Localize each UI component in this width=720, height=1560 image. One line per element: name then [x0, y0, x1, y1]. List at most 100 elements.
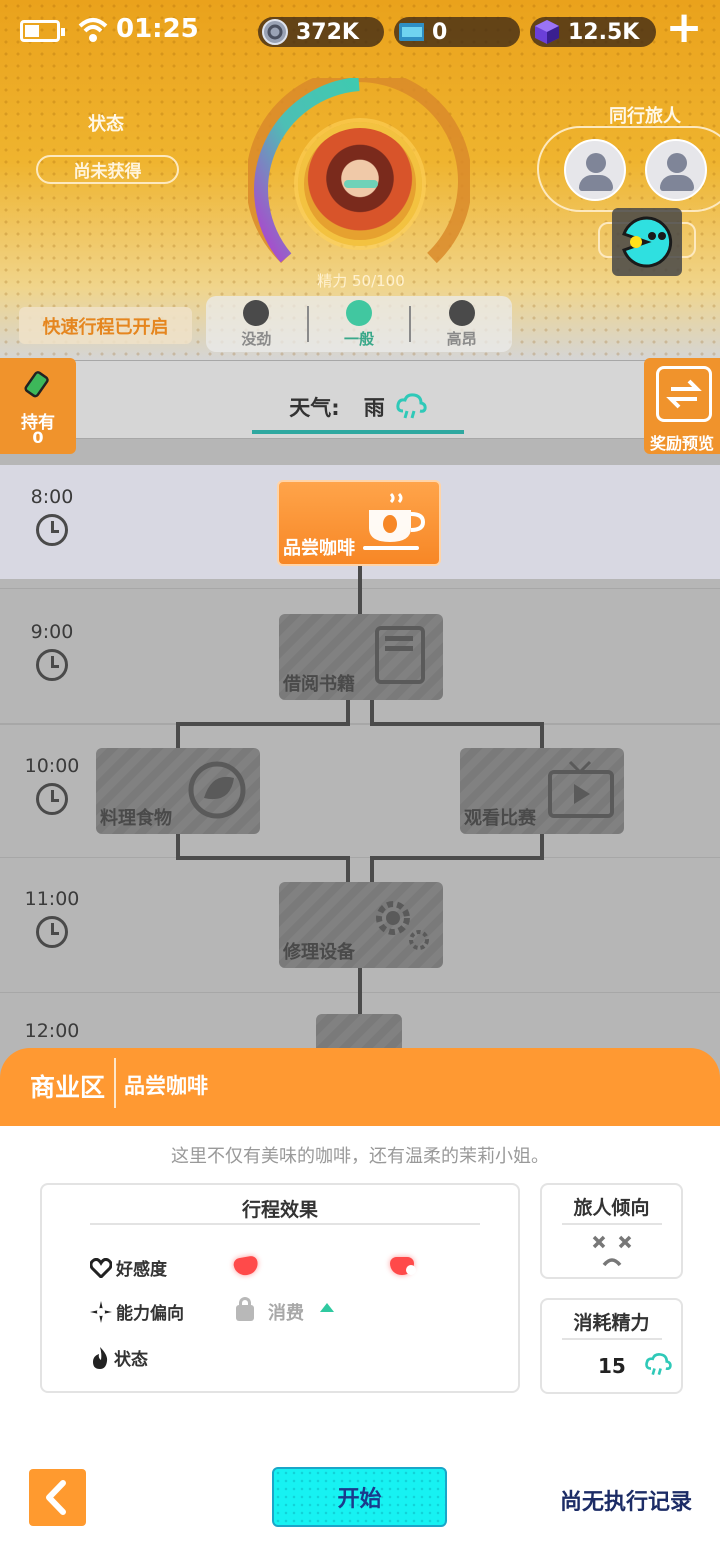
clock-time: 01:25 [116, 14, 199, 44]
activity-label: 观看比赛 [464, 808, 536, 829]
activity-label: 修理设备 [283, 942, 355, 963]
trip-effects-title: 行程效果 [241, 1199, 318, 1221]
back-button[interactable] [29, 1469, 86, 1526]
weather-value: 雨 [363, 396, 385, 420]
cards-counter[interactable]: 0 [394, 17, 520, 47]
affinity-companion-icon [386, 1253, 420, 1279]
activity-node-next[interactable] [316, 1014, 402, 1054]
mood-label: 高昂 [446, 329, 477, 348]
trip-effects-card: 行程效果 好感度 能力偏向 消费 状态 [40, 1183, 520, 1393]
swap-icon [656, 366, 712, 422]
sad-face-icon [243, 299, 270, 326]
gem-cube-icon [535, 20, 559, 44]
person-icon [667, 153, 687, 173]
heart-icon [90, 1257, 112, 1278]
gems-value: 12.5K [568, 19, 640, 45]
holding-label: 持有 [21, 413, 55, 433]
status-value-badge: 尚未获得 [36, 155, 179, 184]
mood-label: 一般 [344, 329, 375, 348]
energy-ring [248, 78, 470, 264]
tv-icon [548, 760, 614, 818]
happy-face-icon [448, 299, 475, 326]
pacman-mascot-button[interactable] [612, 208, 682, 276]
traveler-tendency-card: 旅人倾向 [540, 1183, 683, 1279]
quick-trip-badge[interactable]: 快速行程已开启 [19, 307, 192, 344]
ability-label: 能力偏向 [116, 1304, 184, 1324]
start-button[interactable]: 开始 [272, 1467, 447, 1527]
avatar-eyes [344, 180, 378, 188]
add-resource-button[interactable]: + [665, 2, 703, 53]
reward-preview-label: 奖励预览 [649, 434, 714, 453]
reward-preview-button[interactable]: 奖励预览 [644, 358, 720, 454]
sushi-icon [188, 761, 246, 819]
traveler-tendency-title: 旅人倾向 [573, 1197, 650, 1219]
clock-icon [36, 649, 68, 681]
ability-row: 能力偏向 [90, 1299, 184, 1324]
activity-label: 品尝咖啡 [283, 538, 355, 559]
weather-label: 天气: [289, 396, 340, 420]
book-icon [375, 626, 425, 684]
dizzy-face-icon [592, 1235, 632, 1267]
time-label-12: 12:00 [24, 1020, 80, 1042]
timeline-area: 8:00 9:00 10:00 11:00 12:00 品尝咖啡 借阅书籍 [0, 360, 720, 1120]
weather-indicator: 天气: 雨 [252, 384, 464, 434]
coin-icon [262, 19, 288, 45]
time-label-11: 11:00 [24, 888, 80, 910]
mood-option-bored[interactable]: 没劲 [206, 296, 307, 352]
panel-area-name: 商业区 [30, 1073, 106, 1102]
mood-option-excited[interactable]: 高昂 [411, 296, 512, 352]
clock-icon [36, 514, 68, 546]
activity-node-cooking[interactable]: 料理食物 [96, 748, 260, 834]
holding-button[interactable]: 持有 0 [0, 358, 76, 454]
energy-text: 精力 50/100 [317, 272, 405, 290]
character-avatar[interactable] [298, 122, 422, 246]
rain-cloud-icon [396, 393, 427, 419]
activity-label: 料理食物 [100, 808, 172, 829]
activity-node-match[interactable]: 观看比赛 [460, 748, 624, 834]
gear-icon [376, 901, 429, 950]
time-label-9: 9:00 [30, 621, 74, 643]
activity-node-books[interactable]: 借阅书籍 [279, 614, 443, 700]
holding-count: 0 [32, 428, 44, 447]
battery-icon [20, 20, 65, 42]
activity-node-coffee[interactable]: 品尝咖啡 [277, 480, 441, 566]
activity-label: 借阅书籍 [283, 674, 355, 695]
state-label: 状态 [114, 1350, 148, 1370]
clock-icon [36, 783, 68, 815]
person-icon [586, 153, 606, 173]
companion-slot-1[interactable] [564, 139, 626, 201]
pacman-icon [622, 216, 673, 268]
time-label-10: 10:00 [24, 755, 80, 777]
companions-label: 同行旅人 [609, 106, 681, 127]
no-record-link[interactable]: 尚无执行记录 [560, 1490, 693, 1515]
time-label-8: 8:00 [30, 486, 74, 508]
wifi-icon [78, 18, 108, 42]
card-icon [399, 23, 424, 41]
smile-face-icon [346, 299, 372, 326]
flame-icon [93, 1346, 108, 1369]
gems-counter[interactable]: 12.5K [530, 17, 656, 47]
panel-header: 商业区 品尝咖啡 [0, 1048, 720, 1126]
coffee-cup-icon [363, 492, 426, 550]
mood-selector: 没劲 一般 高昂 [206, 296, 512, 352]
cards-value: 0 [432, 19, 448, 45]
coins-counter[interactable]: 372K [258, 17, 384, 47]
ability-value: 消费 [268, 1303, 304, 1324]
activity-description: 这里不仅有美味的咖啡，还有温柔的茉莉小姐。 [171, 1146, 549, 1167]
energy-cost-title: 消耗精力 [573, 1312, 650, 1334]
companion-slot-2[interactable] [645, 139, 707, 201]
affinity-row: 好感度 [90, 1255, 167, 1280]
status-label: 状态 [88, 114, 124, 135]
mood-option-normal[interactable]: 一般 [309, 296, 410, 352]
panel-activity-name: 品尝咖啡 [124, 1074, 208, 1098]
state-row: 状态 [90, 1345, 148, 1370]
lock-icon [236, 1297, 254, 1321]
affinity-up-icon [230, 1253, 264, 1279]
energy-cost-value: 15 [598, 1354, 626, 1378]
chevron-left-icon [46, 1480, 66, 1515]
affinity-label: 好感度 [116, 1260, 167, 1280]
clock-icon [36, 916, 68, 948]
battery-item-icon [24, 371, 49, 398]
activity-node-repair[interactable]: 修理设备 [279, 882, 443, 968]
compass-star-icon [90, 1300, 112, 1323]
